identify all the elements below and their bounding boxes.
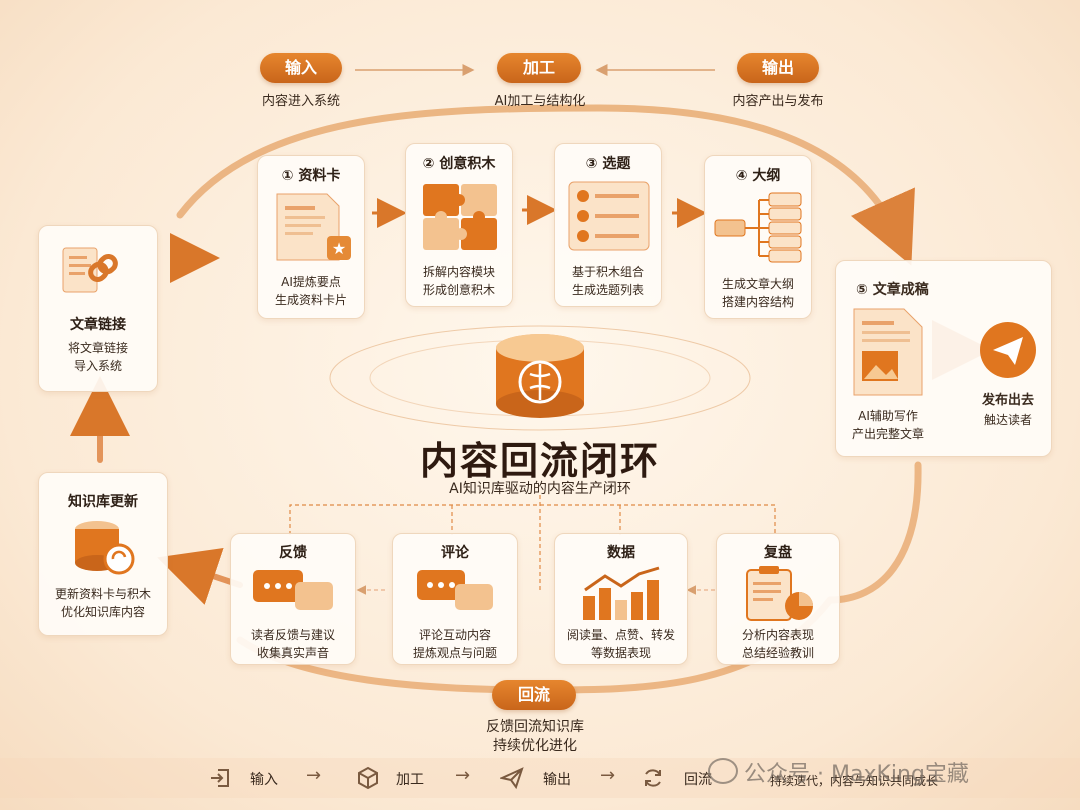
comment-icon xyxy=(417,570,493,610)
backflow-sub2: 持续优化进化 xyxy=(493,738,577,754)
send-icon xyxy=(500,767,524,790)
step-desc: AI提炼要点 生成资料卡片 xyxy=(274,275,347,307)
step-title: ③ 选题 xyxy=(585,156,631,172)
draft-title: ⑤ 文章成稿 xyxy=(856,282,929,298)
step-card-source-cards: ① 资料卡 ★ AI提炼要点 生成资料卡片 xyxy=(257,155,365,319)
input-pill: 输入 xyxy=(260,53,342,83)
review-title: 复盘 xyxy=(764,545,792,561)
footer-process: 加工 xyxy=(396,772,424,788)
publish-title: 发布出去 xyxy=(981,393,1034,408)
step-desc: 拆解内容模块 形成创意积木 xyxy=(422,265,495,297)
center-subtitle: AI知识库驱动的内容生产闭环 xyxy=(449,481,631,497)
footer-output: 输出 xyxy=(543,772,571,788)
document-link-icon xyxy=(62,247,118,293)
source-card: 文章链接 将文章链接 导入系统 xyxy=(38,225,158,392)
footer-tagline: 持续迭代，内容与知识共同成长 xyxy=(770,774,939,788)
footer-backflow: 回流 xyxy=(684,772,712,788)
input-subtitle: 内容进入系统 xyxy=(261,94,340,109)
step-desc: 基于积木组合 生成选题列表 xyxy=(571,265,644,297)
footer-arrow-icon: → xyxy=(306,765,322,786)
mindmap-icon xyxy=(714,192,802,263)
footer-bar xyxy=(0,758,1080,798)
cube-icon xyxy=(358,766,378,790)
kb-desc: 更新资料卡与积木 优化知识库内容 xyxy=(54,587,151,619)
output-subtitle: 内容产出与发布 xyxy=(732,94,824,109)
kb-title: 知识库更新 xyxy=(68,494,138,510)
svg-text:★: ★ xyxy=(332,239,346,258)
step-card-outline: ④ 大纲 生成文章大纲 搭建内容结构 xyxy=(704,155,812,319)
knowledge-base-card: 知识库更新 更新资料卡与积木 优化知识库内容 xyxy=(38,472,168,636)
wechat-icon xyxy=(708,758,738,784)
step-desc: 生成文章大纲 搭建内容结构 xyxy=(721,277,794,309)
clipboard-pie-icon xyxy=(746,566,813,621)
center-title: 内容回流闭环 xyxy=(419,439,660,483)
backflow-sub1: 反馈回流知识库 xyxy=(486,719,584,735)
comment-card: 评论 评论互动内容 提炼观点与问题 xyxy=(392,533,518,665)
draft-card: ⑤ 文章成稿 AI辅助写作 产出完整文章 发布出去 触达读者 xyxy=(835,260,1052,457)
footer-arrow-icon: → xyxy=(600,765,616,786)
data-desc: 阅读量、点赞、转发 等数据表现 xyxy=(566,628,675,660)
data-title: 数据 xyxy=(607,545,635,561)
database-refresh-icon xyxy=(75,521,135,575)
chat-bubbles-icon xyxy=(253,570,333,610)
source-title: 文章链接 xyxy=(70,317,126,333)
review-card: 复盘 分析内容表现 总结经验教训 xyxy=(716,533,840,665)
output-pill: 输出 xyxy=(737,53,819,83)
checklist-icon xyxy=(568,181,650,251)
puzzle-icon xyxy=(423,184,497,250)
refresh-icon xyxy=(645,769,661,787)
step-title: ② 创意积木 xyxy=(422,156,496,172)
process-subtitle: AI加工与结构化 xyxy=(494,94,586,109)
info-card-icon: ★ xyxy=(276,193,351,261)
data-card: 数据 阅读量、点赞、转发 等数据表现 xyxy=(554,533,688,665)
footer-arrow-icon: → xyxy=(455,765,471,786)
publish-desc: 触达读者 xyxy=(983,413,1032,427)
step-card-topics: ③ 选题 基于积木组合 生成选题列表 xyxy=(554,143,662,307)
step-title: ① 资料卡 xyxy=(281,168,341,184)
paper-plane-icon xyxy=(980,322,1036,378)
feedback-title: 反馈 xyxy=(279,545,307,561)
comment-desc: 评论互动内容 提炼观点与问题 xyxy=(412,628,497,660)
process-pill: 加工 xyxy=(497,53,581,83)
step-title: ④ 大纲 xyxy=(735,168,781,184)
comment-title: 评论 xyxy=(441,545,469,561)
draft-desc: AI辅助写作 产出完整文章 xyxy=(851,409,924,441)
bar-chart-icon xyxy=(583,566,660,620)
step-card-creative-blocks: ② 创意积木 拆解内容模块 形成创意积木 xyxy=(405,143,513,307)
backflow-pill: 回流 xyxy=(492,680,576,710)
feedback-card: 反馈 读者反馈与建议 收集真实声音 xyxy=(230,533,356,665)
source-desc: 将文章链接 导入系统 xyxy=(67,341,128,373)
knowledge-brain-icon xyxy=(496,334,584,418)
review-desc: 分析内容表现 总结经验教训 xyxy=(741,628,814,660)
article-icon xyxy=(853,308,923,396)
feedback-desc: 读者反馈与建议 收集真实声音 xyxy=(250,628,335,660)
input-icon xyxy=(211,769,229,787)
footer-input: 输入 xyxy=(250,772,278,788)
watermark: 公众号 · MaxKing宝藏 xyxy=(708,756,969,788)
